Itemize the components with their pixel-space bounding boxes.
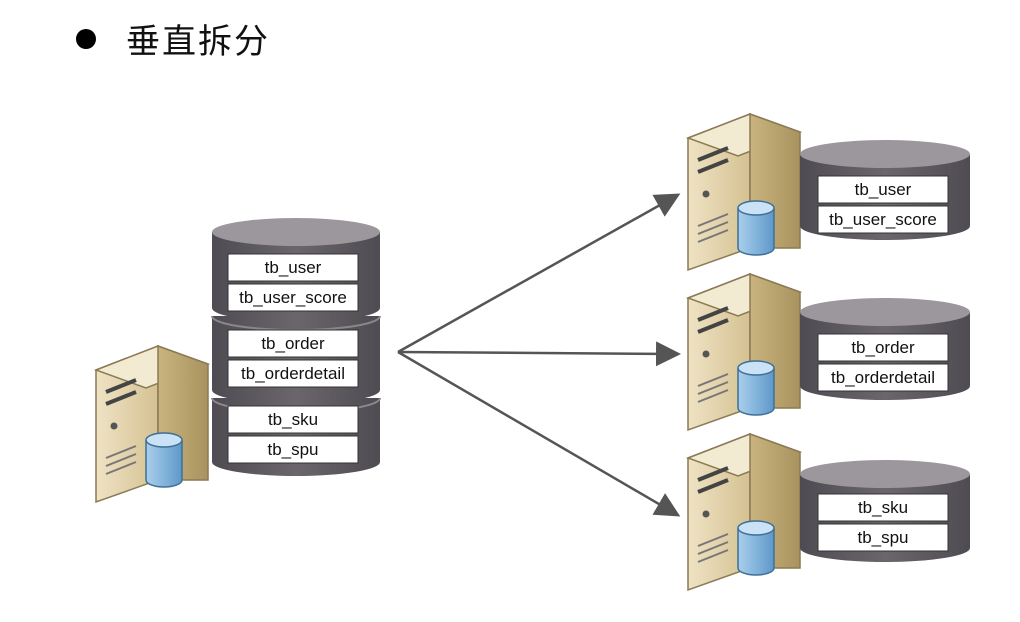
target-node-1: tb_user tb_user_score bbox=[686, 112, 970, 272]
database-icon bbox=[800, 140, 970, 168]
table-label: tb_spu bbox=[857, 528, 908, 547]
table-label: tb_sku bbox=[268, 410, 318, 429]
table-label: tb_order bbox=[261, 334, 325, 353]
source-table-tb_user_score: tb_user_score bbox=[227, 283, 359, 312]
target-node-2: tb_order tb_orderdetail bbox=[686, 272, 970, 432]
split-arrows bbox=[397, 193, 681, 517]
table-label: tb_sku bbox=[858, 498, 908, 517]
slide-title: 垂直拆分 bbox=[76, 14, 270, 63]
server-icon bbox=[94, 344, 210, 504]
database-icon bbox=[800, 460, 970, 488]
server-icon bbox=[686, 272, 802, 432]
source-table-tb_order: tb_order bbox=[227, 329, 359, 358]
server-icon bbox=[686, 432, 802, 592]
arrow-to-target-3 bbox=[397, 350, 681, 517]
source-server bbox=[94, 344, 210, 504]
source-table-tb_spu: tb_spu bbox=[227, 435, 359, 464]
source-table-tb_orderdetail: tb_orderdetail bbox=[227, 359, 359, 388]
bullet-icon bbox=[76, 28, 96, 49]
database-icon bbox=[212, 218, 380, 246]
target-node-3: tb_sku tb_spu bbox=[686, 432, 970, 592]
table-label: tb_orderdetail bbox=[241, 364, 345, 383]
table-label: tb_user_score bbox=[239, 288, 347, 307]
table-label: tb_user bbox=[855, 180, 912, 199]
table-label: tb_order bbox=[851, 338, 915, 357]
source-database: tb_user tb_user_score tb_order tb_orderd… bbox=[211, 218, 381, 476]
source-table-tb_sku: tb_sku bbox=[227, 405, 359, 434]
table-label: tb_user bbox=[265, 258, 322, 277]
table-label: tb_orderdetail bbox=[831, 368, 935, 387]
database-icon bbox=[800, 298, 970, 326]
arrow-to-target-2 bbox=[397, 341, 681, 367]
table-label: tb_spu bbox=[267, 440, 318, 459]
source-table-tb_user: tb_user bbox=[227, 253, 359, 282]
server-icon bbox=[686, 112, 802, 272]
title-text: 垂直拆分 bbox=[126, 22, 270, 62]
table-label: tb_user_score bbox=[829, 210, 937, 229]
arrow-to-target-1 bbox=[397, 193, 681, 354]
